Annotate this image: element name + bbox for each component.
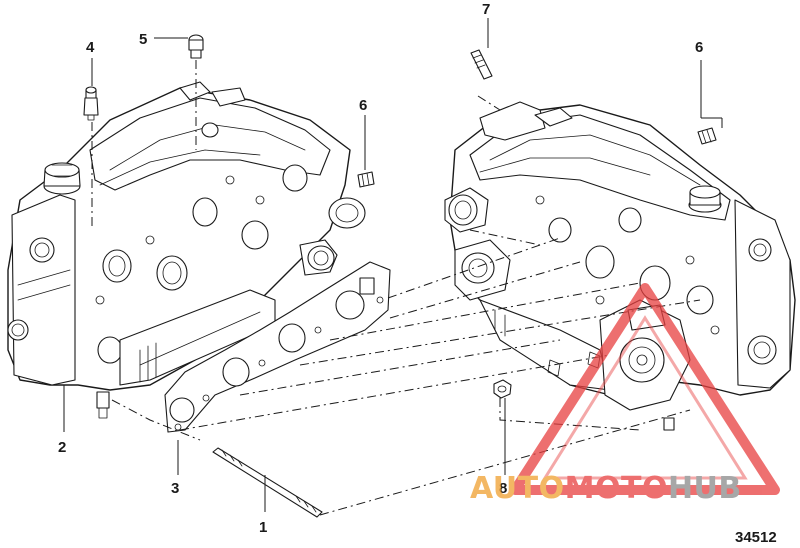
callout-1: 1	[259, 475, 267, 536]
callout-8: 8	[499, 398, 507, 497]
right-exhaust-manifold-assembly	[444, 101, 796, 431]
item-4-temperature-sensor	[83, 86, 99, 121]
item-6-plug-left	[357, 171, 375, 188]
callout-6-left: 6	[359, 97, 367, 170]
watermark-moto: MOTO	[565, 471, 668, 506]
automotohub-watermark: AUTOMOTOHUB	[470, 283, 780, 506]
callout-6-left-label: 6	[359, 97, 367, 114]
item-8-nut	[493, 379, 512, 399]
item-5-fitting	[188, 34, 204, 59]
watermark-hub: HUB	[668, 471, 742, 506]
watermark-auto: AUTO	[470, 471, 565, 506]
callout-6-right-label: 6	[695, 39, 703, 56]
callout-1-label: 1	[259, 519, 267, 536]
svg-text:AUTOMOTOHUB: AUTOMOTOHUB	[470, 471, 742, 506]
item-3-gasket	[164, 261, 391, 433]
callout-7: 7	[482, 1, 490, 48]
callout-7-label: 7	[482, 1, 490, 18]
callout-5-label: 5	[139, 31, 147, 48]
callout-5: 5	[139, 31, 188, 48]
callout-2-label: 2	[58, 439, 66, 456]
item-7-stud	[470, 49, 493, 80]
callout-2: 2	[58, 385, 66, 456]
callout-8-label: 8	[499, 480, 507, 497]
item-1-stud	[212, 447, 323, 518]
callout-3: 3	[171, 440, 179, 497]
callout-4: 4	[86, 39, 95, 86]
callout-4-label: 4	[86, 39, 95, 56]
figure-reference-number: 34512	[735, 529, 777, 546]
callout-6-right: 6	[695, 39, 723, 128]
watermark-triangle	[510, 283, 780, 495]
left-exhaust-manifold-assembly	[7, 81, 366, 419]
item-6-plug-right	[697, 127, 717, 145]
callout-3-label: 3	[171, 480, 179, 497]
